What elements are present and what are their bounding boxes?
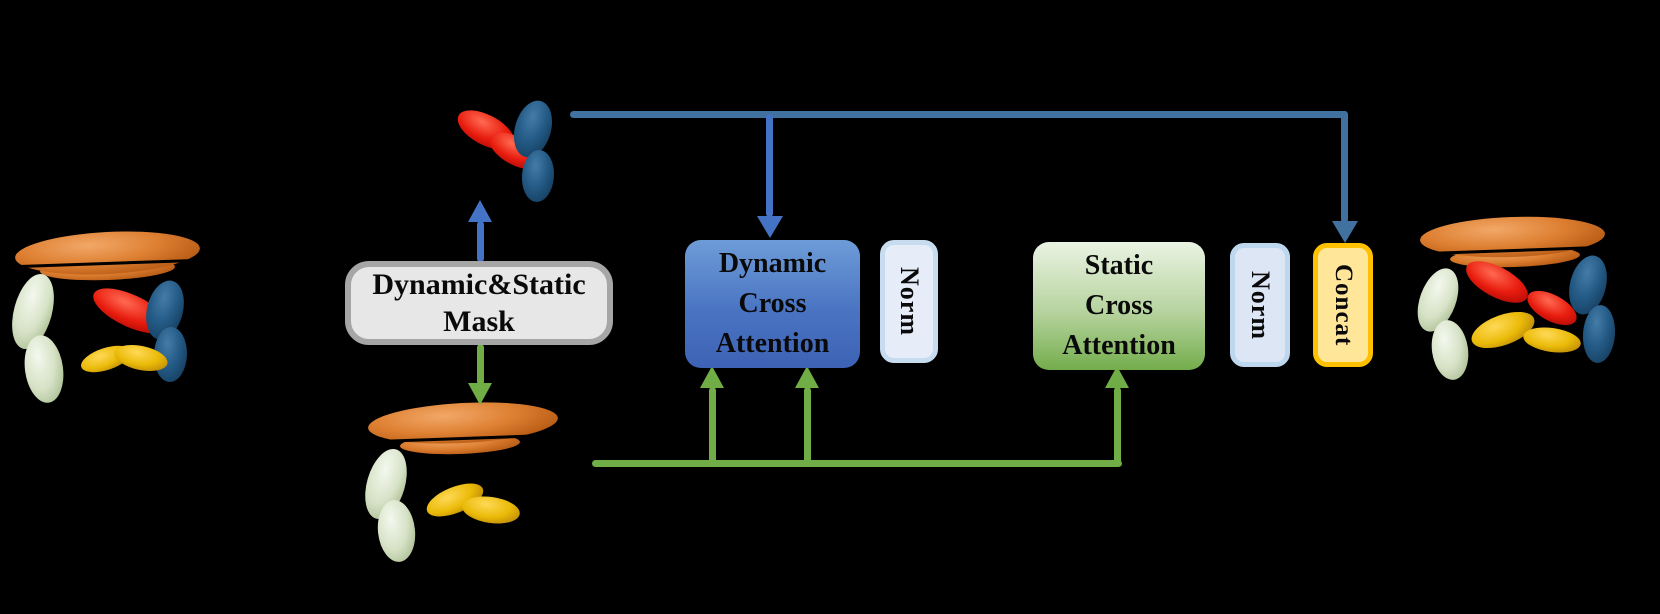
static-to-dynamic-attention-line-1 [709,387,716,463]
orange-ellipsoid [14,227,201,279]
arrowhead-right-to-output-scene [1386,299,1400,317]
dynamic-cross-attention-box: Dynamic Cross Attention [685,240,860,368]
norm-box-1: Norm [880,240,938,363]
arrowhead-up-into-dynamic-attention-2 [795,366,819,388]
norm1-label: Norm [895,267,924,336]
arrowhead-right-into-mask [334,296,348,314]
left-scene-gaussians [4,200,240,406]
dynamic-attention-label-line3: Attention [715,328,830,359]
arrowhead-up-to-dynamic-objects [468,200,492,222]
static-scene-gaussians [345,398,585,564]
static-attention-label-line2: Cross [1085,290,1153,321]
static-flow-elbow-up [1114,387,1121,464]
concat-box: Concat [1313,243,1373,367]
norm-box-2: Norm [1230,243,1290,367]
dynamic-flow-drop-line [766,114,773,217]
sage-ellipsoid [374,498,419,564]
dynamic-static-mask-box: Dynamic&Static Mask [345,261,613,345]
arrowhead-down-into-concat [1332,221,1358,243]
connector-concat-to-output [1370,306,1386,311]
static-attention-label-line3: Attention [1062,330,1176,361]
static-to-dynamic-attention-line-2 [804,387,811,463]
output-scene-gaussians [1395,205,1630,390]
mask-label-line2: Mask [443,305,515,338]
dynamic-attention-label-line2: Cross [738,288,807,319]
connector-static-to-norm2 [1202,306,1220,311]
connector-norm-to-static [935,306,1023,311]
connector-scene-to-mask [248,303,334,308]
arrowhead-up-into-dynamic-attention-1 [700,366,724,388]
norm2-label: Norm [1246,270,1275,340]
dynamic-attention-label-line1: Dynamic [718,248,827,279]
mask-to-dynamic-line [477,221,484,262]
static-cross-attention-box: Static Cross Attention [1033,242,1205,370]
sage-ellipsoid [1428,317,1472,383]
dynamic-flow-elbow-down [1341,111,1348,223]
concat-label: Concat [1330,263,1357,347]
static-attention-label-line1: Static [1084,250,1154,281]
static-flow-bottom-line [592,460,1122,467]
arrowhead-right-into-concat [1301,299,1315,317]
mask-to-static-line [477,344,484,385]
sage-ellipsoid [20,332,68,406]
gold-ellipsoid [1521,324,1583,356]
arrowhead-down-to-static-scene [468,383,492,405]
arrowhead-up-into-static-attention [1105,366,1129,388]
dynamic-objects-gaussians [430,95,560,204]
dynamic-flow-top-line [570,111,1348,118]
connector-norm2-to-concat [1288,306,1301,311]
connector-dynamic-to-norm [856,303,872,308]
gold-ellipsoid [460,493,522,527]
arrowhead-down-into-dynamic-attention [757,216,783,238]
mask-label-line1: Dynamic&Static [372,268,586,301]
